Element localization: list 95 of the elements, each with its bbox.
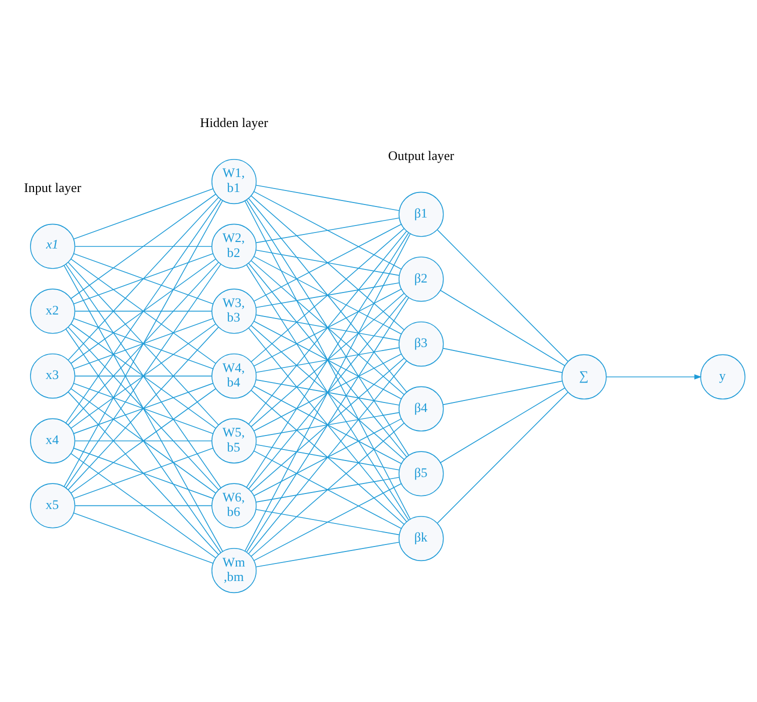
node-circle: β4: [398, 386, 444, 432]
connector: [256, 218, 400, 244]
connector: [65, 199, 222, 424]
connector: [73, 512, 214, 564]
node-circle: Wm ,bm: [211, 548, 257, 594]
connector: [70, 453, 216, 558]
connector: [250, 293, 404, 427]
connector: [254, 224, 402, 302]
node-circle: x3: [30, 353, 76, 399]
connector: [244, 233, 411, 552]
connector: [73, 318, 214, 370]
connector: [256, 282, 400, 308]
node-circle: ∑: [562, 354, 607, 400]
connector: [70, 388, 216, 494]
node-circle: x2: [30, 288, 76, 334]
node-circle: W6, b6: [211, 483, 257, 528]
connector: [254, 191, 402, 270]
connector: [73, 188, 214, 240]
connector: [254, 354, 402, 432]
label: Input layer: [24, 180, 82, 196]
connector: [248, 360, 407, 554]
connector: [256, 542, 400, 568]
connector: [437, 230, 568, 362]
connector: [73, 382, 214, 434]
connector: [250, 358, 404, 492]
connector: [442, 380, 563, 406]
connector: [74, 440, 212, 442]
connector: [256, 379, 400, 406]
arrow: [606, 374, 702, 380]
connector: [250, 196, 404, 330]
connector: [248, 198, 407, 392]
connector: [256, 347, 400, 373]
connector: [440, 388, 566, 463]
connector: [250, 422, 404, 557]
connector: [246, 264, 409, 520]
connector: [74, 310, 212, 312]
connector: [64, 200, 224, 488]
connector: [74, 246, 212, 247]
node-circle: x4: [30, 418, 76, 464]
connector: [442, 348, 563, 373]
connector: [246, 297, 409, 553]
connector: [437, 392, 568, 524]
node-circle: x1: [30, 224, 76, 269]
connector: [70, 194, 216, 299]
connector: [246, 200, 409, 456]
connector: [248, 296, 407, 490]
connector: [254, 418, 402, 496]
connector: [254, 256, 402, 334]
node-circle: β1: [398, 192, 444, 237]
connector: [248, 328, 407, 522]
node-circle: β2: [398, 256, 444, 302]
connector: [250, 390, 404, 525]
node-circle: W2, b2: [211, 224, 257, 269]
node-circle: W5, b5: [211, 418, 257, 464]
connector: [73, 448, 214, 499]
connector: [254, 483, 402, 561]
connector: [74, 505, 212, 506]
connector: [73, 253, 214, 304]
connector: [68, 196, 219, 361]
connector: [254, 450, 402, 529]
connector: [64, 265, 224, 552]
connector: [70, 258, 216, 364]
connector: [254, 288, 402, 366]
connector: [250, 228, 404, 362]
connector: [244, 200, 411, 520]
node-circle: β3: [398, 321, 444, 367]
connector: [256, 509, 400, 536]
connector: [254, 386, 402, 464]
connector: [248, 263, 407, 458]
connector: [248, 230, 407, 424]
node-circle: x5: [30, 483, 76, 528]
node-circle: W1, b1: [211, 158, 257, 204]
connector: [440, 290, 566, 366]
label: Output layer: [388, 148, 454, 164]
connector: [250, 260, 404, 395]
connector: [254, 320, 402, 400]
connector: [256, 412, 400, 438]
node-circle: β5: [398, 451, 444, 496]
connector: [68, 326, 219, 490]
connector: [250, 325, 404, 460]
connector: [256, 314, 400, 341]
node-circle: W3, b3: [211, 288, 257, 334]
connector: [65, 328, 222, 554]
connector: [65, 264, 222, 488]
connector: [68, 262, 219, 426]
label: Hidden layer: [200, 115, 268, 130]
connector: [256, 250, 400, 276]
node-circle: y: [700, 354, 746, 400]
node-circle: βk: [398, 516, 444, 562]
node-circle: W4, b4: [211, 353, 257, 399]
connector: [256, 444, 400, 470]
connector: [256, 184, 400, 212]
connector: [256, 476, 400, 502]
connector: [246, 232, 409, 488]
connector: [68, 392, 219, 556]
